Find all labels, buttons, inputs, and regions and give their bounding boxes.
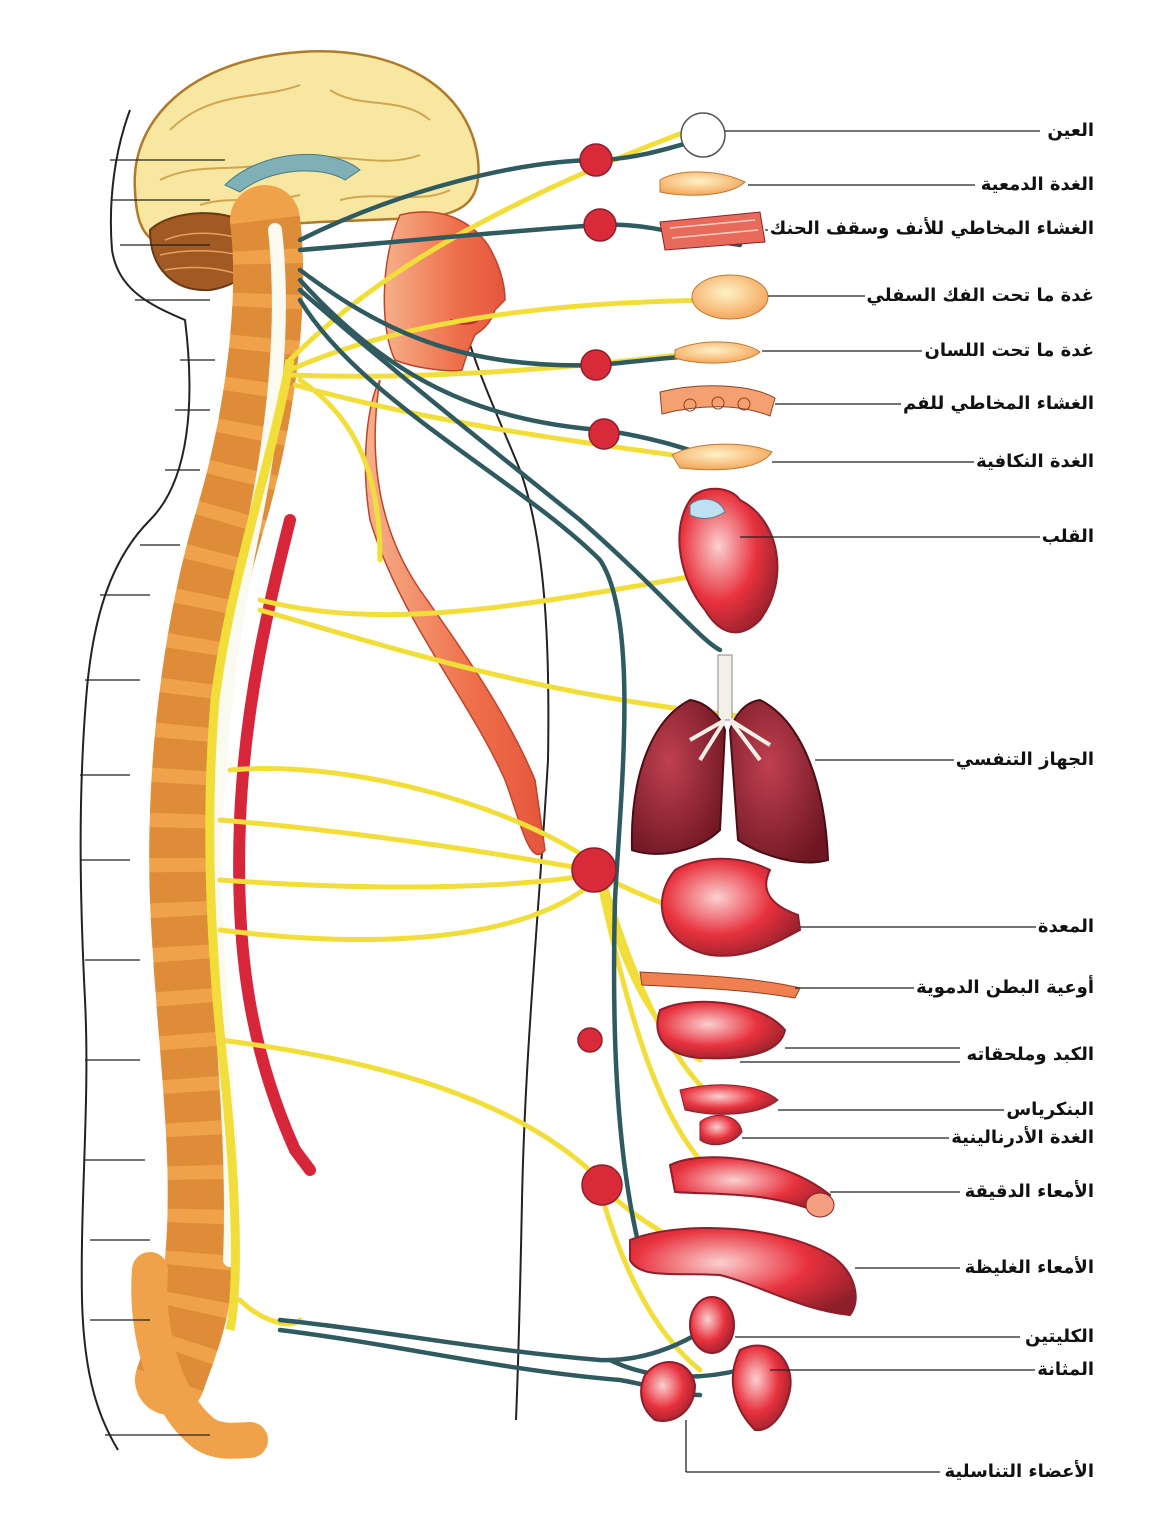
label-adrenal-gland: الغدة الأدرنالينية <box>949 1127 1096 1149</box>
sublingual-gland <box>674 341 761 364</box>
body-outline <box>79 109 191 1451</box>
reproductive-organs <box>640 1361 697 1422</box>
spinal-column <box>131 185 304 1459</box>
oral-mucosa <box>659 385 776 417</box>
trachea-skin <box>364 379 546 856</box>
spine-tick-lines <box>80 159 225 1436</box>
label-nasal-palate-mucosa: الغشاء المخاطي للأنف وسقف الحنك <box>767 218 1096 240</box>
label-submandibular-gland: غدة ما تحت الفك السفلي <box>864 285 1096 307</box>
stomach <box>660 857 802 957</box>
sympathetic-chain <box>205 359 295 1331</box>
adrenal-gland <box>699 1114 743 1146</box>
aorta <box>233 514 316 1176</box>
organs <box>629 112 857 1432</box>
right-lung <box>728 698 830 864</box>
label-reproductive-organs: الأعضاء التناسلية <box>942 1461 1096 1483</box>
label-lacrimal-gland: الغدة الدمعية <box>978 174 1096 196</box>
label-bladder: المثانة <box>1035 1359 1096 1381</box>
corpus-callosum <box>224 153 361 193</box>
label-parotid-gland: الغدة النكافية <box>974 451 1096 473</box>
label-kidneys: الكليتين <box>1023 1326 1096 1348</box>
submandibular-gland <box>691 274 769 320</box>
label-large-intestine: الأمعاء الغليظة <box>962 1257 1096 1279</box>
label-liver: الكبد وملحقاته <box>964 1044 1096 1066</box>
heart <box>678 487 779 634</box>
liver <box>656 1000 787 1060</box>
label-stomach: المعدة <box>1035 916 1096 938</box>
left-lung <box>630 698 727 855</box>
label-sublingual-gland: غدة ما تحت اللسان <box>922 340 1096 362</box>
label-respiratory-system: الجهاز التنفسي <box>953 749 1096 771</box>
eye <box>680 112 726 158</box>
label-small-intestine: الأمعاء الدقيقة <box>962 1181 1096 1203</box>
label-abdominal-vessels: أوعية البطن الدموية <box>914 977 1096 999</box>
parotid-gland <box>671 443 773 471</box>
label-oral-mucosa: الغشاء المخاطي للفم <box>901 393 1096 415</box>
kidneys <box>689 1296 735 1354</box>
ganglia <box>571 143 623 1206</box>
label-pancreas: البنكرياس <box>1004 1099 1096 1121</box>
bladder <box>731 1344 792 1432</box>
trachea <box>717 654 733 721</box>
label-eye: العين <box>1045 120 1096 142</box>
lacrimal-gland <box>659 171 746 196</box>
pancreas <box>679 1084 779 1115</box>
large-intestine <box>629 1227 857 1317</box>
label-heart: القلب <box>1039 526 1096 548</box>
abdominal-vessels <box>639 971 801 999</box>
leader-lines <box>685 130 1070 1473</box>
body-midline <box>454 289 550 1421</box>
